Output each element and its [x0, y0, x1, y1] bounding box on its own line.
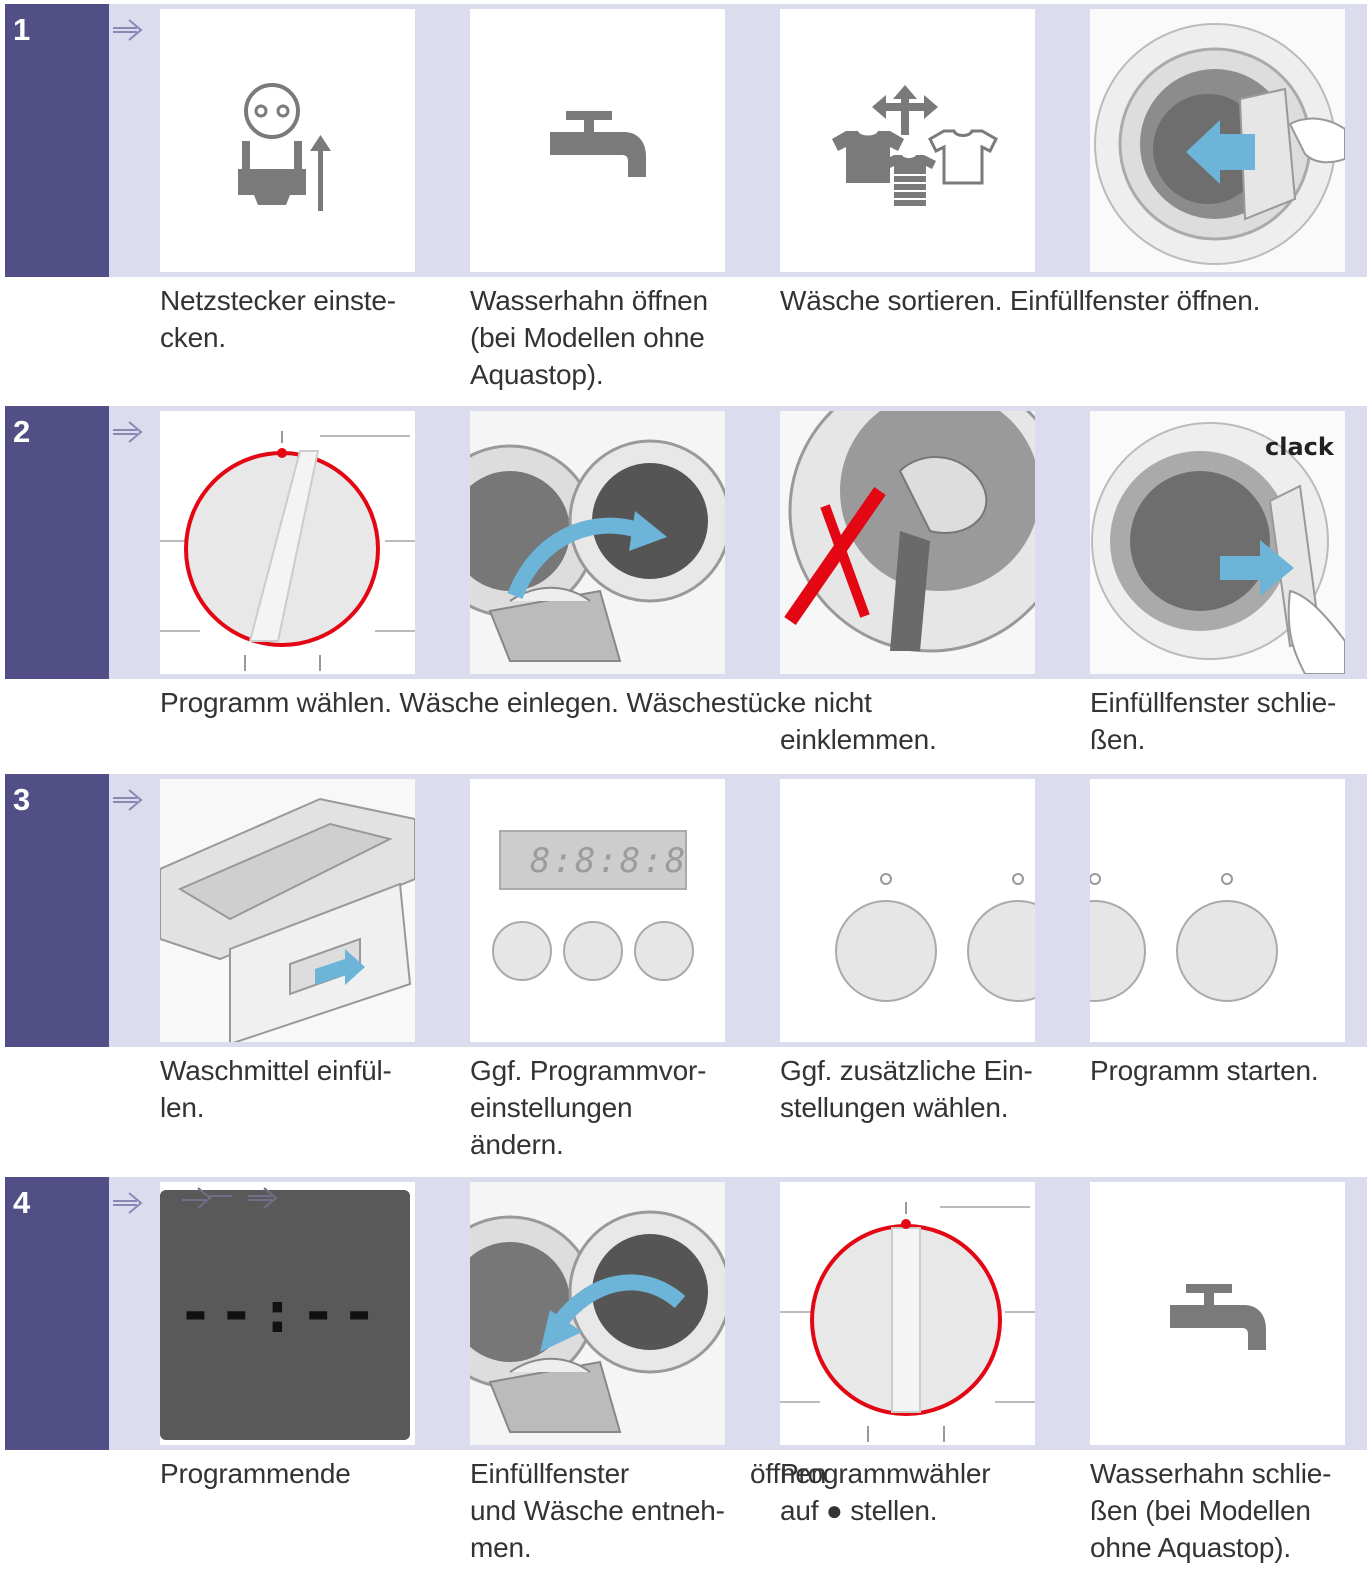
step-caption: Ggf. zusätzliche Ein- stellungen wählen.: [780, 1055, 1033, 1123]
program-dial-icon: [160, 431, 415, 671]
detergent-drawer-icon: [160, 779, 415, 1042]
door-open-panel: [1090, 9, 1345, 272]
step-caption: Einfüllfenster schlie- ßen.: [1090, 687, 1337, 755]
power-plug-panel: [160, 9, 415, 272]
step-number-cell: 2: [5, 406, 109, 679]
display-readout: 8:8:8:8: [530, 841, 688, 881]
sort-laundry-icon: [832, 85, 998, 206]
program-dial-icon: [780, 1202, 1035, 1442]
sort-laundry-panel: [780, 9, 1035, 272]
option-buttons-panel: [780, 779, 1035, 1042]
step-4: 4 --:--: [5, 1177, 1367, 1595]
unload-laundry-panel: [470, 1182, 725, 1445]
step-number: 4: [13, 1185, 31, 1220]
step-caption: Programmwähler auf ● stellen.: [780, 1458, 991, 1526]
program-dial-panel: [160, 411, 415, 674]
step-caption: Einfüllfenster und Wäsche entneh- men.: [470, 1458, 725, 1563]
no-pinch-panel: [780, 411, 1035, 674]
step-number: 2: [13, 414, 31, 449]
display-end-icon: [160, 1187, 410, 1440]
water-tap-panel: [470, 9, 725, 272]
step-caption: Wasserhahn schlie- ßen (bei Modellen ohn…: [1090, 1458, 1332, 1563]
step-caption: Programmende: [160, 1458, 351, 1489]
water-tap-panel: [1090, 1182, 1345, 1445]
display-end-panel: --:--: [160, 1182, 415, 1445]
step-number: 3: [13, 782, 31, 817]
load-laundry-icon: [470, 411, 725, 674]
load-laundry-panel: [470, 411, 725, 674]
display-buttons-panel: 8:8:8:8: [470, 779, 725, 1042]
display-readout: --:--: [178, 1278, 383, 1346]
arrow-right-icon: [113, 1192, 143, 1214]
door-close-icon: [1090, 411, 1345, 674]
no-pinch-icon: [780, 411, 1035, 674]
step-caption: Programm starten.: [1090, 1055, 1319, 1086]
step-caption: Waschmittel einfül- len.: [160, 1055, 392, 1123]
power-plug-icon: [238, 83, 331, 211]
step-caption: Ggf. Programmvor- einstellungen ändern.: [470, 1055, 707, 1160]
arrow-right-icon: [113, 789, 143, 811]
water-tap-icon: [1170, 1284, 1266, 1350]
step-number-cell: 1: [5, 4, 109, 277]
door-close-panel: clack: [1090, 411, 1345, 674]
step-number-cell: 3: [5, 774, 109, 1047]
water-tap-icon: [550, 111, 646, 177]
unload-laundry-icon: [470, 1182, 725, 1445]
arrow-right-icon: [113, 421, 143, 443]
option-buttons-icon: [835, 873, 1035, 1002]
door-open-icon: [1090, 9, 1345, 272]
step-caption: einklemmen.: [780, 724, 937, 755]
clack-label: clack: [1265, 433, 1334, 461]
step-3: 3 8:8:8:8: [5, 774, 1367, 1169]
arrow-right-icon: [113, 19, 143, 41]
program-dial-panel: [780, 1182, 1035, 1445]
detergent-drawer-panel: [160, 779, 415, 1042]
step-1: 1: [5, 4, 1367, 394]
step-caption: Wäsche sortieren. Einfüllfenster öffnen.: [780, 285, 1261, 316]
step-caption: Programm wählen. Wäsche einlegen. Wäsche…: [160, 687, 872, 718]
step-number: 1: [13, 12, 31, 47]
step-caption: Netzstecker einste- cken.: [160, 285, 396, 353]
start-button-panel: [1090, 779, 1345, 1042]
step-caption: Wasserhahn öffnen (bei Modellen ohne Aqu…: [470, 285, 708, 390]
step-number-cell: 4: [5, 1177, 109, 1450]
start-button-icon: [1090, 873, 1278, 1002]
display-buttons-icon: [492, 830, 694, 981]
step-2: 2: [5, 406, 1367, 766]
step-caption: öffnen: [750, 1458, 827, 1489]
